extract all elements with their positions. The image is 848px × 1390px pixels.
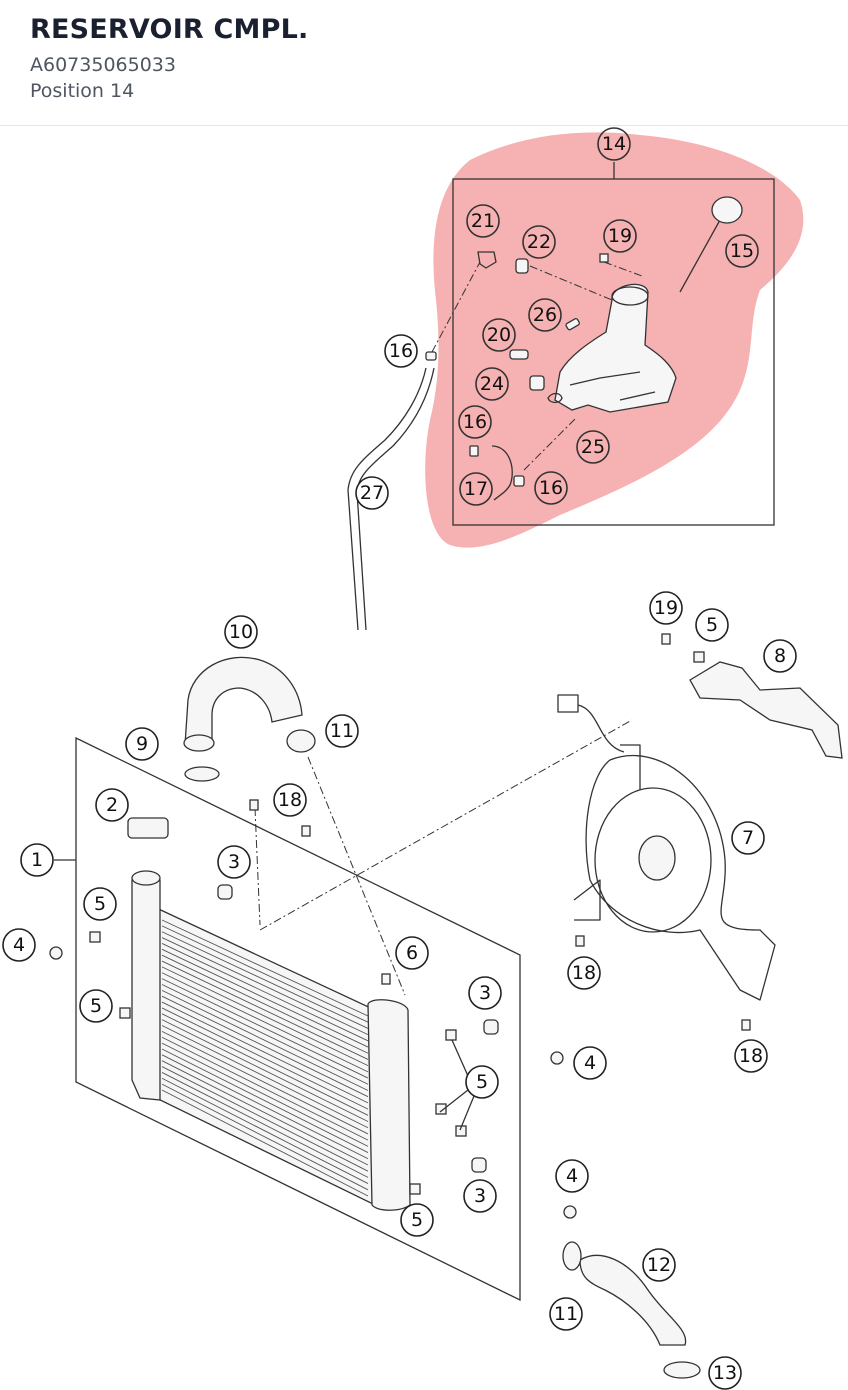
part-position: Position 14 [30, 80, 135, 102]
upper-radiator-hose[interactable] [184, 656, 303, 746]
callout-19[interactable]: 19 [649, 591, 683, 625]
svg-text:19: 19 [654, 597, 678, 619]
callout-2[interactable]: 2 [95, 788, 129, 822]
callout-7[interactable]: 7 [731, 821, 765, 855]
svg-text:5: 5 [90, 995, 102, 1017]
part-header: RESERVOIR CMPL. A60735065033 Position 14 [0, 0, 848, 126]
svg-text:9: 9 [136, 733, 148, 755]
reservoir-tank[interactable] [554, 283, 677, 413]
callout-8[interactable]: 8 [763, 639, 797, 673]
svg-text:25: 25 [581, 436, 605, 458]
callout-22[interactable]: 22 [522, 225, 556, 259]
svg-text:6: 6 [406, 942, 418, 964]
svg-text:3: 3 [479, 982, 491, 1004]
callout-14[interactable]: 14 [597, 127, 631, 161]
svg-text:4: 4 [584, 1052, 596, 1074]
callout-11[interactable]: 11 [325, 714, 359, 748]
svg-text:3: 3 [474, 1185, 486, 1207]
part-number: A60735065033 [30, 54, 176, 76]
callout-5[interactable]: 5 [79, 989, 113, 1023]
hardware-marks [49, 633, 751, 1219]
svg-text:18: 18 [739, 1045, 763, 1067]
callout-27[interactable]: 27 [355, 476, 389, 510]
callout-10[interactable]: 10 [224, 615, 258, 649]
svg-text:13: 13 [713, 1362, 737, 1384]
callout-18[interactable]: 18 [273, 783, 307, 817]
svg-text:8: 8 [774, 645, 786, 667]
svg-text:24: 24 [480, 373, 504, 395]
callout-24[interactable]: 24 [475, 367, 509, 401]
svg-text:4: 4 [566, 1165, 578, 1187]
callout-17[interactable]: 17 [459, 472, 493, 506]
callout-16[interactable]: 16 [384, 334, 418, 368]
svg-text:21: 21 [471, 210, 495, 232]
callout-6[interactable]: 6 [395, 936, 429, 970]
callout-3[interactable]: 3 [217, 845, 251, 879]
svg-text:1: 1 [31, 849, 43, 871]
callout-4[interactable]: 4 [555, 1159, 589, 1193]
svg-text:5: 5 [411, 1209, 423, 1231]
cooling-fan[interactable] [557, 694, 776, 1001]
callout-4[interactable]: 4 [2, 928, 36, 962]
callout-15[interactable]: 15 [725, 234, 759, 268]
svg-text:18: 18 [278, 789, 302, 811]
callout-5[interactable]: 5 [465, 1065, 499, 1099]
callout-16[interactable]: 16 [534, 471, 568, 505]
callout-5[interactable]: 5 [695, 608, 729, 642]
exploded-parts-diagram: 14 21 22 19 15 26 20 24 16 25 17 [2, 127, 843, 1390]
fan-bracket[interactable] [689, 661, 843, 759]
svg-text:11: 11 [554, 1303, 578, 1325]
lower-radiator-hose[interactable] [579, 1254, 687, 1346]
svg-text:16: 16 [463, 411, 487, 433]
callout-12[interactable]: 12 [642, 1248, 676, 1282]
svg-text:22: 22 [527, 231, 551, 253]
callout-18[interactable]: 18 [734, 1039, 768, 1073]
svg-text:17: 17 [464, 478, 488, 500]
callout-3[interactable]: 3 [468, 976, 502, 1010]
svg-text:12: 12 [647, 1254, 671, 1276]
svg-text:14: 14 [602, 133, 626, 155]
svg-text:16: 16 [539, 477, 563, 499]
callout-11[interactable]: 11 [549, 1297, 583, 1331]
svg-text:5: 5 [94, 893, 106, 915]
svg-text:7: 7 [742, 827, 754, 849]
svg-text:16: 16 [389, 340, 413, 362]
callout-9[interactable]: 9 [125, 727, 159, 761]
svg-text:20: 20 [487, 324, 511, 346]
svg-text:11: 11 [330, 720, 354, 742]
svg-text:26: 26 [533, 304, 557, 326]
part-title: RESERVOIR CMPL. [30, 14, 309, 45]
callout-1[interactable]: 1 [20, 843, 54, 877]
svg-text:18: 18 [572, 962, 596, 984]
callout-20[interactable]: 20 [482, 318, 516, 352]
svg-text:15: 15 [730, 240, 754, 262]
callout-13[interactable]: 13 [708, 1356, 742, 1390]
svg-text:5: 5 [476, 1071, 488, 1093]
callout-4[interactable]: 4 [573, 1046, 607, 1080]
svg-text:3: 3 [228, 851, 240, 873]
callout-5[interactable]: 5 [400, 1203, 434, 1237]
overflow-hose[interactable] [347, 367, 427, 631]
svg-text:27: 27 [360, 482, 384, 504]
svg-text:4: 4 [13, 934, 25, 956]
callout-5[interactable]: 5 [83, 887, 117, 921]
callout-19[interactable]: 19 [603, 219, 637, 253]
svg-text:10: 10 [229, 621, 253, 643]
radiator-frame [75, 736, 521, 1302]
callout-21[interactable]: 21 [466, 204, 500, 238]
callout-26[interactable]: 26 [528, 298, 562, 332]
callout-16[interactable]: 16 [458, 405, 492, 439]
svg-text:5: 5 [706, 614, 718, 636]
callout-3[interactable]: 3 [463, 1179, 497, 1213]
svg-text:2: 2 [106, 794, 118, 816]
highlight-zone-14[interactable]: 14 21 22 19 15 26 20 24 16 25 17 [425, 127, 804, 548]
callout-18[interactable]: 18 [567, 956, 601, 990]
radiator[interactable] [131, 872, 411, 1211]
callout-25[interactable]: 25 [576, 430, 610, 464]
svg-text:19: 19 [608, 225, 632, 247]
